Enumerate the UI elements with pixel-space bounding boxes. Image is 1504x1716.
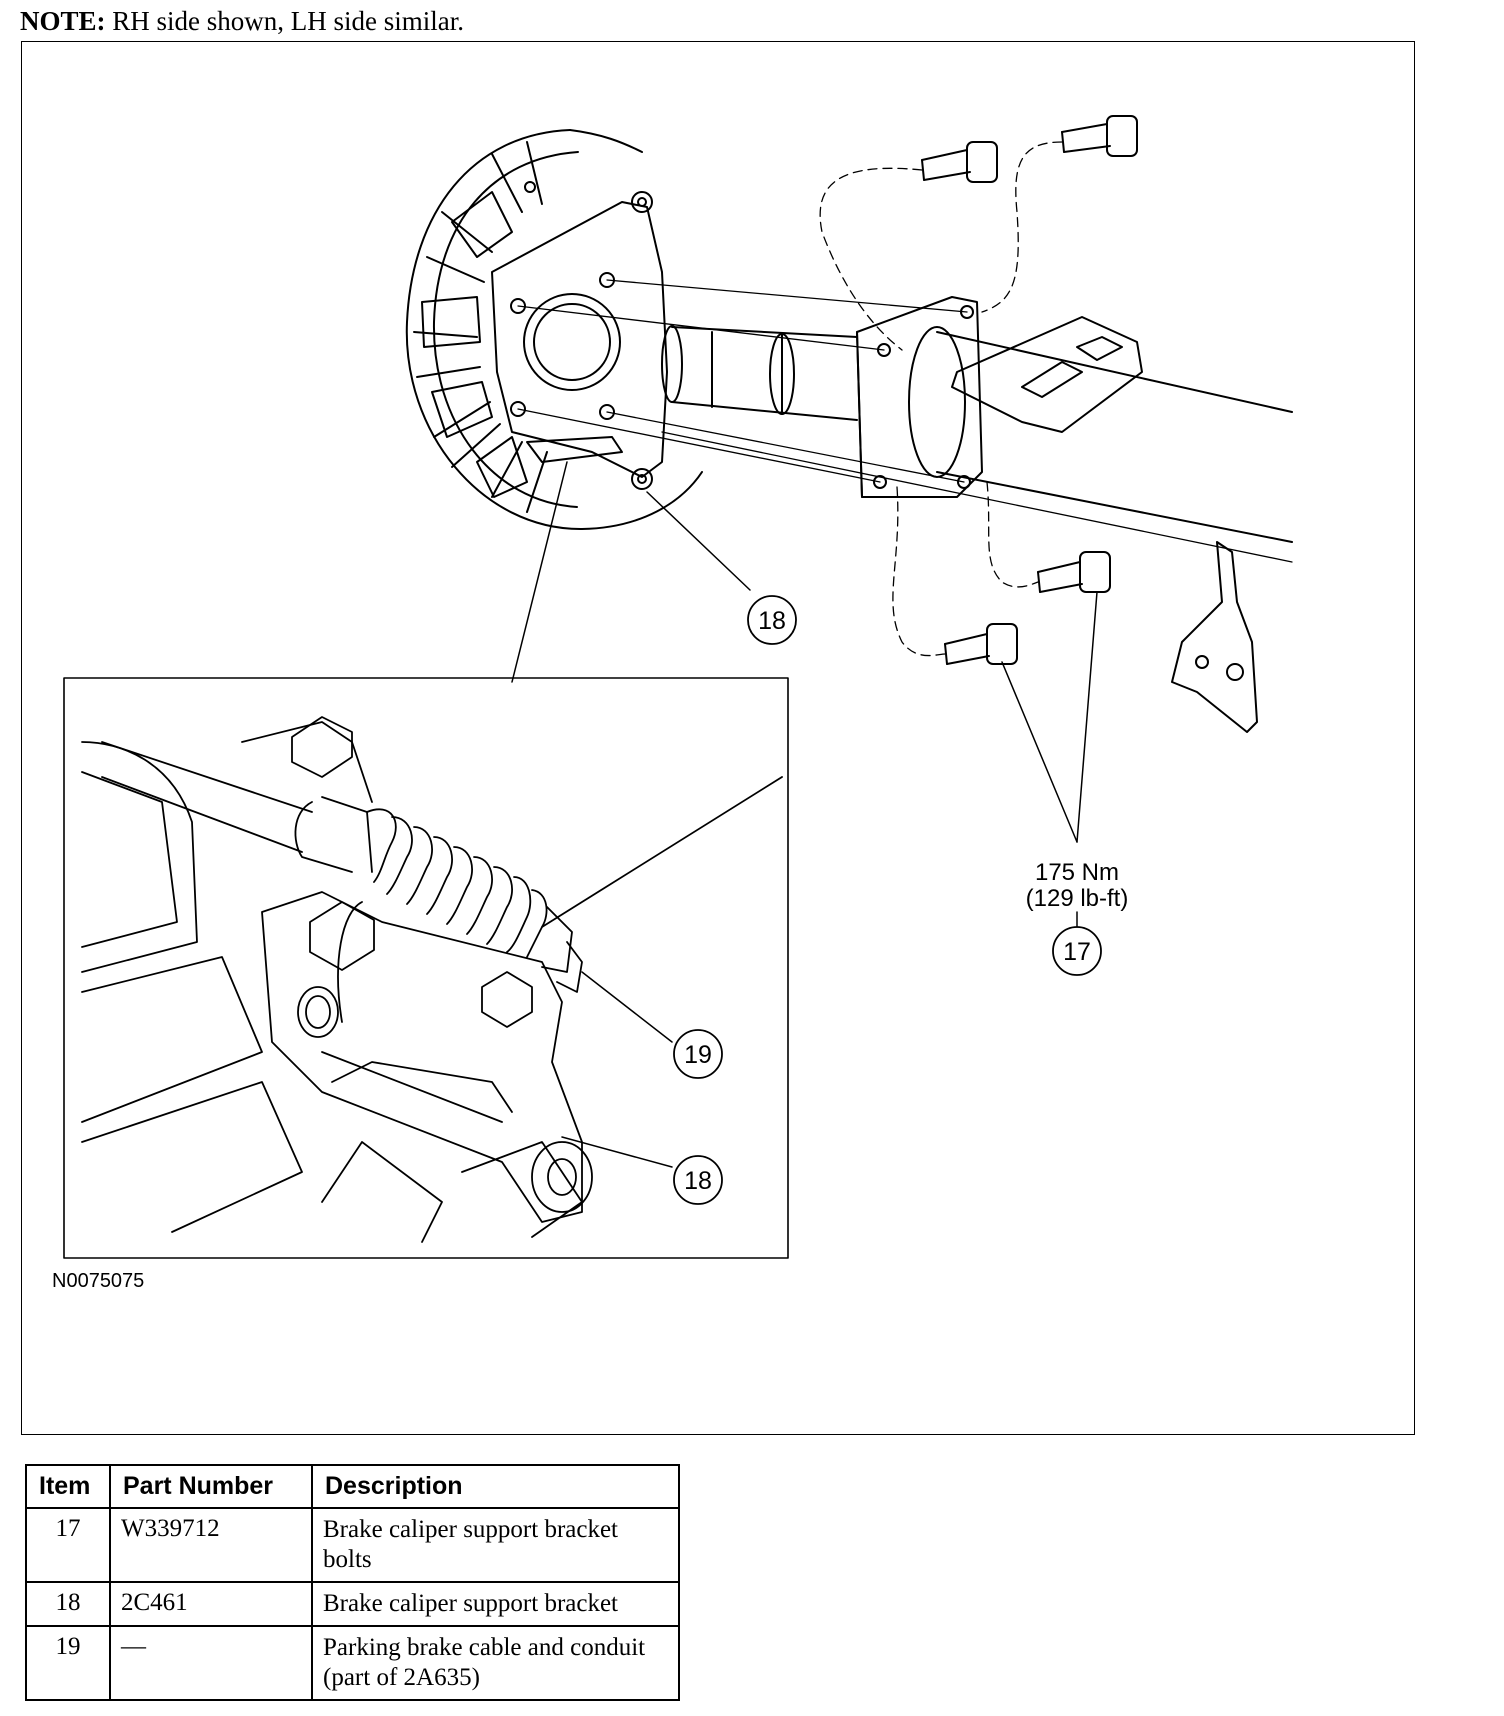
table-row: 19 — Parking brake cable and conduit (pa… [25, 1625, 680, 1701]
table-header-row: Item Part Number Description [25, 1464, 680, 1509]
row-part-number: W339712 [109, 1507, 313, 1583]
row-item: 17 [25, 1507, 111, 1583]
callout-19 [673, 1029, 723, 1079]
row-item: 19 [25, 1625, 111, 1701]
callout-18-main [747, 595, 797, 645]
bracket-bolts [921, 115, 1138, 665]
table-row: 18 2C461 Brake caliper support bracket [25, 1581, 680, 1627]
row-part-number: — [109, 1625, 313, 1701]
note-label: NOTE: [20, 6, 106, 36]
caliper-support-bracket [491, 191, 668, 490]
row-description: Brake caliper support bracket bolts [311, 1507, 680, 1583]
callout-17 [1052, 926, 1102, 976]
header-description: Description [311, 1464, 680, 1509]
callout-18-inset [673, 1155, 723, 1205]
exploded-view-figure: 18 17 19 18 175 Nm (129 lb-ft) N0075075 [21, 41, 1415, 1435]
callout-17-label: 17 [1063, 938, 1091, 966]
table-row: 17 W339712 Brake caliper support bracket… [25, 1507, 680, 1583]
torque-lbft: (129 lb-ft) [1026, 885, 1129, 912]
inset-detail [63, 677, 789, 1259]
note: NOTE: RH side shown, LH side similar. [20, 6, 464, 37]
axle-housing [661, 296, 1293, 543]
leader-lines [511, 461, 1098, 928]
parts-table: Item Part Number Description 17 W339712 … [25, 1464, 680, 1701]
brake-assembly-drawing: 18 17 19 18 175 Nm (129 lb-ft) N0075075 [52, 115, 1293, 1292]
row-part-number: 2C461 [109, 1581, 313, 1627]
torque-nm: 175 Nm [1035, 859, 1119, 886]
alignment-lines [517, 279, 1293, 563]
row-description: Brake caliper support bracket [311, 1581, 680, 1627]
callout-18-inset-label: 18 [684, 1167, 712, 1195]
note-text: RH side shown, LH side similar. [112, 6, 465, 36]
row-item: 18 [25, 1581, 111, 1627]
header-part-number: Part Number [109, 1464, 313, 1509]
splash-shield [405, 129, 703, 531]
bolt-path-lines [819, 141, 1063, 657]
header-item: Item [25, 1464, 111, 1509]
callout-18-main-label: 18 [758, 607, 786, 635]
figure-id: N0075075 [52, 1270, 144, 1292]
callout-19-label: 19 [684, 1041, 712, 1069]
spring-bracket [1171, 541, 1258, 733]
row-description: Parking brake cable and conduit (part of… [311, 1625, 680, 1701]
